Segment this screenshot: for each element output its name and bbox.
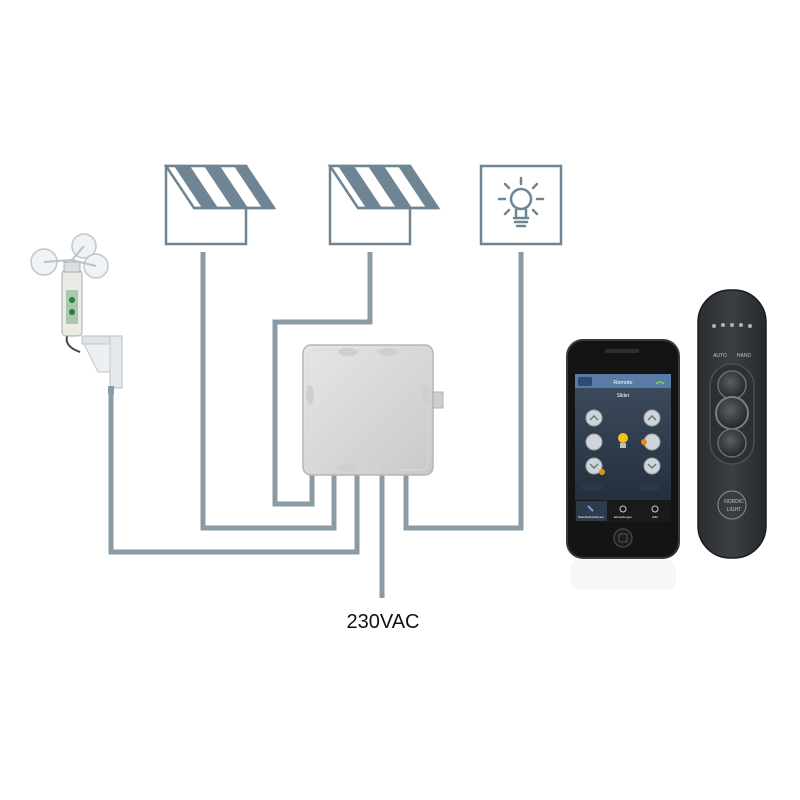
stop-button[interactable] — [585, 433, 603, 451]
tab-help[interactable]: Hilfe — [652, 515, 658, 519]
smartphone: Remote Slider Standardfunktionen Einstel… — [566, 339, 680, 590]
up-button[interactable] — [585, 409, 603, 427]
status-led-row — [712, 323, 752, 328]
supply-voltage-label: 230VAC — [346, 611, 419, 633]
junction-box-icon — [302, 344, 444, 476]
stop-button[interactable] — [715, 396, 749, 430]
gear-icon — [619, 505, 627, 513]
light-bulb-icon — [479, 164, 563, 246]
anemometer-icon — [30, 233, 123, 394]
wire-awning-1 — [200, 252, 337, 531]
awning-icon — [327, 164, 441, 246]
down-button[interactable] — [717, 428, 747, 458]
awning-icon — [163, 164, 277, 246]
app-header-title: Remote — [613, 380, 632, 386]
tab-standard[interactable]: Standardfunktionen — [578, 515, 604, 519]
brand-line-1: NORDIC — [724, 499, 744, 505]
wire-light — [403, 252, 524, 531]
wire-sensor — [108, 392, 360, 555]
light-bulb-icon[interactable] — [618, 433, 628, 448]
app-subtitle: Slider — [617, 393, 630, 399]
down-button[interactable] — [585, 457, 603, 475]
handheld-remote: AUTO HAND NORDIC LIGHT — [697, 289, 767, 559]
tab-settings[interactable]: Einstellungen — [614, 515, 632, 519]
up-button[interactable] — [643, 409, 661, 427]
nordic-light-logo — [717, 490, 747, 520]
help-icon — [651, 505, 659, 513]
up-button[interactable] — [717, 370, 747, 400]
wire-awning-2 — [272, 252, 373, 507]
brand-line-2: LIGHT — [727, 507, 742, 513]
down-button[interactable] — [643, 457, 661, 475]
mode-hand-label: HAND — [737, 353, 752, 359]
mode-auto-label: AUTO — [713, 353, 727, 359]
